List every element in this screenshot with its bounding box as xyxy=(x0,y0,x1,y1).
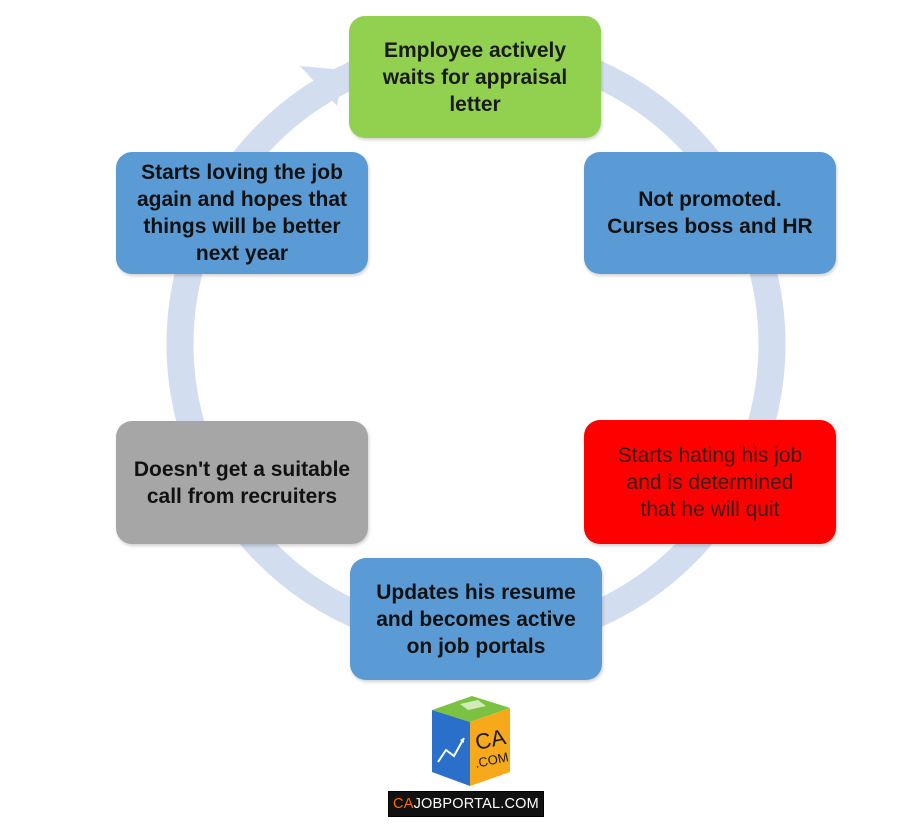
step-text-line: letter xyxy=(449,92,501,116)
step-text-line: Employee actively xyxy=(383,38,567,62)
cycle-step-hating-job: Starts hating his job and is determined … xyxy=(584,420,836,544)
logo-caption-ca: CA xyxy=(393,796,414,812)
cycle-step-update-resume: Updates his resume and becomes active on… xyxy=(350,558,602,680)
cycle-arrowhead xyxy=(300,66,344,106)
step-text-line: and becomes active xyxy=(376,607,576,631)
step-text-line: Starts hating his job xyxy=(617,443,803,467)
cajobportal-logo: CA .COM CAJOBPORTAL.COM xyxy=(388,692,544,822)
step-text-line: waits for appraisal xyxy=(382,65,568,89)
step-text-line: things will be better xyxy=(143,215,341,238)
logo-cube-text-bottom: .COM xyxy=(474,749,510,771)
step-text-line: Doesn't get a suitable xyxy=(133,457,351,481)
logo-caption: CAJOBPORTAL.COM xyxy=(388,791,544,817)
step-text-line: Starts loving the job xyxy=(141,161,343,184)
step-text-line: call from recruiters xyxy=(146,484,338,508)
logo-caption-rest: JOBPORTAL.COM xyxy=(413,796,539,812)
cycle-step-not-promoted: Not promoted. Curses boss and HR xyxy=(584,152,836,274)
step-text-line: Curses boss and HR xyxy=(607,215,813,238)
cycle-step-loving-job: Starts loving the job again and hopes th… xyxy=(116,152,368,274)
cycle-step-no-call: Doesn't get a suitable call from recruit… xyxy=(116,421,368,544)
step-text-line: Updates his resume xyxy=(376,580,576,604)
step-text-line: again and hopes that xyxy=(136,188,348,211)
logo-cube-icon: CA .COM xyxy=(432,696,510,786)
step-text-line: Not promoted. xyxy=(638,188,782,211)
cycle-step-appraisal-wait: Employee actively waits for appraisal le… xyxy=(349,16,601,138)
step-text-line: on job portals xyxy=(406,634,546,658)
step-text-line: that he will quit xyxy=(640,497,780,521)
step-text-line: next year xyxy=(195,242,289,265)
step-text-line: and is determined xyxy=(626,470,794,494)
